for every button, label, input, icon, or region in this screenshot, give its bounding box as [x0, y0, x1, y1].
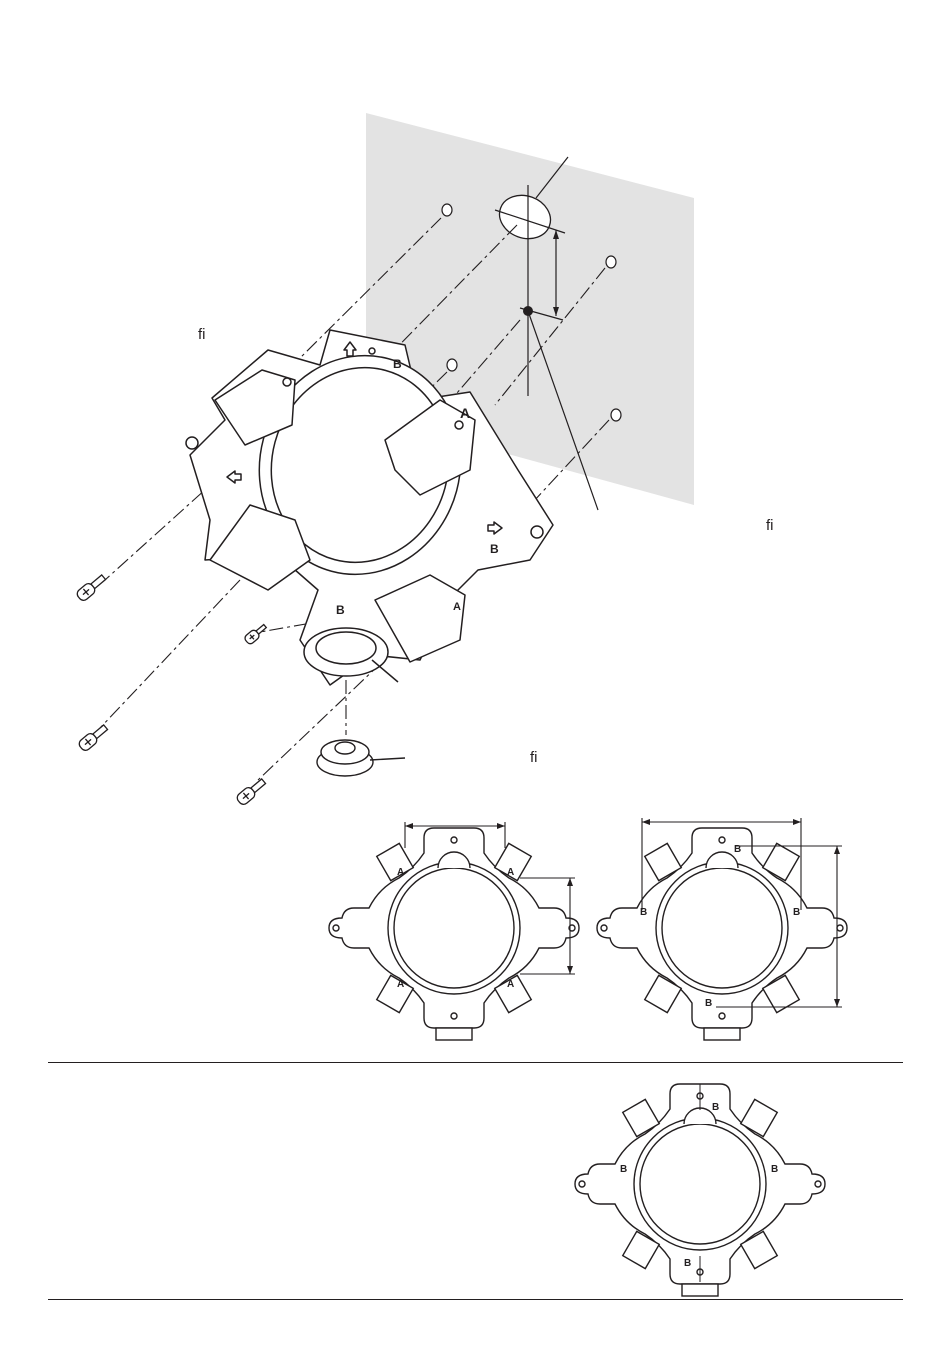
bracket-mark-b: B — [393, 357, 402, 371]
plan-mark-b: B — [640, 907, 647, 918]
screw — [77, 723, 109, 753]
callout-label: fi — [530, 749, 538, 766]
section-divider — [48, 1299, 903, 1300]
plan-mark-b: B — [712, 1102, 719, 1113]
bracket-mark-a: A — [460, 405, 470, 421]
plan-mark-a: A — [397, 867, 404, 878]
callout-label: fi — [198, 326, 206, 343]
wall-hole — [447, 359, 457, 371]
bracket-plan-c-view: B B B B — [0, 1070, 950, 1300]
screw — [243, 622, 268, 645]
plan-mark-b: B — [793, 907, 800, 918]
callout-label: fi — [766, 517, 774, 534]
plan-mark-b: B — [620, 1164, 627, 1175]
plan-mark-b: B — [705, 998, 712, 1009]
wall-hole — [611, 409, 621, 421]
bracket-mark-b: B — [490, 542, 499, 556]
bracket-mark-a: A — [453, 601, 461, 613]
plan-mark-b: B — [771, 1164, 778, 1175]
section-divider — [48, 1062, 903, 1063]
plan-mark-a: A — [507, 867, 514, 878]
screw — [75, 573, 107, 603]
wall-hole — [606, 256, 616, 268]
plan-mark-a: A — [397, 979, 404, 990]
wall-hole — [442, 204, 452, 216]
bracket-plan-b — [597, 828, 847, 1040]
exploded-view: B A B B A — [0, 0, 950, 820]
bracket-plan-views: A A A A B B B B — [0, 800, 950, 1060]
cable-plug — [317, 740, 405, 776]
bracket-mark-b: B — [336, 603, 345, 617]
plan-mark-b: B — [684, 1258, 691, 1269]
plan-mark-a: A — [507, 979, 514, 990]
bracket-plan-a — [329, 828, 579, 1040]
